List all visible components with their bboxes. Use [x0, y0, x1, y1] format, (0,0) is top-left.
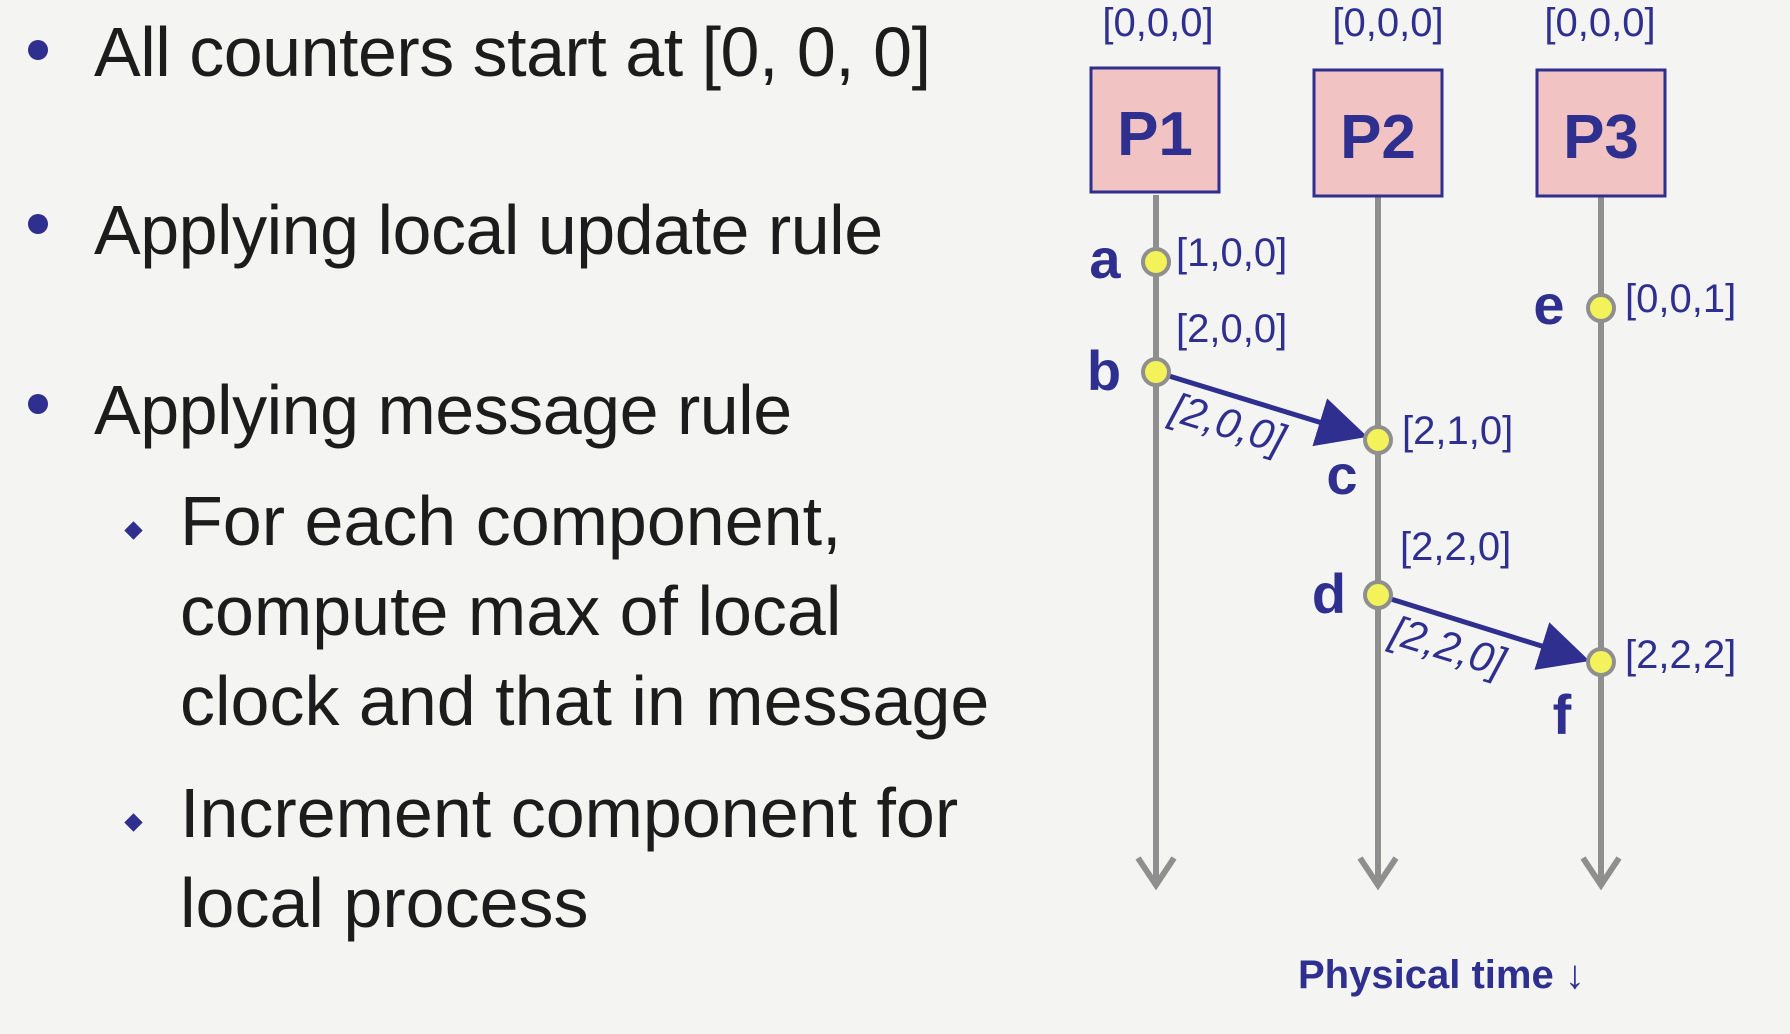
event-timestamp: [1,0,0]: [1176, 231, 1287, 275]
process-name: P2: [1340, 103, 1416, 172]
process-name: P3: [1563, 103, 1639, 172]
timeline-p2: [1357, 197, 1399, 891]
bullet-dot-icon: [28, 214, 48, 234]
event-d: d [2,2,0]: [1312, 525, 1511, 625]
initial-counter: [0,0,0]: [1544, 1, 1655, 45]
sub-bullet-text: For each component, compute max of local…: [180, 482, 990, 740]
event-timestamp: [2,0,0]: [1176, 307, 1287, 351]
event-label: c: [1326, 443, 1357, 506]
process-p3: P3: [1535, 68, 1667, 198]
event-f: f [2,2,2]: [1553, 633, 1737, 746]
event-timestamp: [2,1,0]: [1402, 409, 1513, 453]
message-arrow: [1377, 592, 1590, 670]
physical-time-label: Physical time ↓: [1298, 953, 1585, 997]
bullet-text: Applying message rule: [94, 371, 792, 449]
process-p1: P1: [1089, 66, 1221, 194]
timeline-p1: [1135, 195, 1177, 891]
event-b: b [2,0,0]: [1087, 307, 1287, 402]
event-label: b: [1087, 339, 1121, 402]
bullet-text: Applying local update rule: [94, 191, 883, 269]
event-c: c [2,1,0]: [1326, 409, 1513, 506]
event-a: a [1,0,0]: [1089, 227, 1287, 290]
process-name: P1: [1117, 100, 1193, 169]
event-label: f: [1553, 683, 1572, 746]
bullet-list: All counters start at [0, 0, 0] Applying…: [28, 13, 990, 942]
message-arrow: [1155, 369, 1368, 447]
initial-counter: [0,0,0]: [1332, 1, 1443, 45]
process-p2: P2: [1312, 68, 1444, 198]
bullet-dot-icon: [28, 40, 48, 60]
event-e: e [0,0,1]: [1533, 273, 1736, 336]
event-label: e: [1533, 273, 1564, 336]
event-timestamp: [2,2,2]: [1625, 633, 1736, 677]
bullet-dot-icon: [28, 394, 48, 414]
event-label: d: [1312, 562, 1346, 625]
event-label: a: [1089, 227, 1121, 290]
event-timestamp: [0,0,1]: [1625, 277, 1736, 321]
initial-counter: [0,0,0]: [1102, 1, 1213, 45]
sub-bullet-text: Increment component for local process: [180, 774, 959, 942]
event-timestamp: [2,2,0]: [1400, 525, 1511, 569]
bullet-text: All counters start at [0, 0, 0]: [94, 13, 931, 91]
